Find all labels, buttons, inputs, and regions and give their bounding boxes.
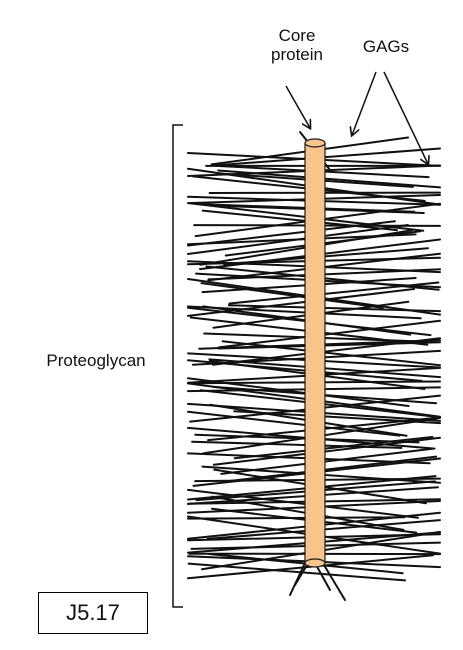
gag-chain xyxy=(233,436,434,460)
proteoglycan-label: Proteoglycan xyxy=(46,351,145,370)
gag-chain xyxy=(187,488,419,519)
gags-label: GAGs xyxy=(363,37,409,56)
core-protein-arrow xyxy=(285,85,310,128)
gag-chain xyxy=(228,281,440,305)
core-protein-label-line2: protein xyxy=(271,45,323,64)
core-protein-top-cap xyxy=(304,138,326,148)
figure-id-box: J5.17 xyxy=(38,592,148,634)
gag-chain xyxy=(217,319,441,349)
core-protein-rod xyxy=(304,142,326,564)
gag-chain xyxy=(217,169,441,189)
gag-chain xyxy=(227,304,441,313)
gag-chain xyxy=(201,209,398,232)
gag-chain xyxy=(187,562,406,582)
gag-chain xyxy=(187,305,422,320)
figure-id-label: J5.17 xyxy=(66,600,120,625)
proteoglycan-bracket xyxy=(172,124,183,608)
gags-arrow-left xyxy=(352,71,377,135)
gags-arrow-right xyxy=(383,71,428,164)
gag-chain xyxy=(221,340,441,367)
gag-chain xyxy=(211,337,441,366)
core-protein xyxy=(304,138,326,568)
core-protein-label-line1: Core xyxy=(279,26,316,45)
core-protein-bottom-cap xyxy=(304,558,326,568)
gag-chain xyxy=(187,410,401,437)
gag-chain xyxy=(214,147,441,167)
gag-chain xyxy=(212,436,441,466)
gag-chain xyxy=(200,282,384,309)
gag-chain xyxy=(187,220,396,247)
